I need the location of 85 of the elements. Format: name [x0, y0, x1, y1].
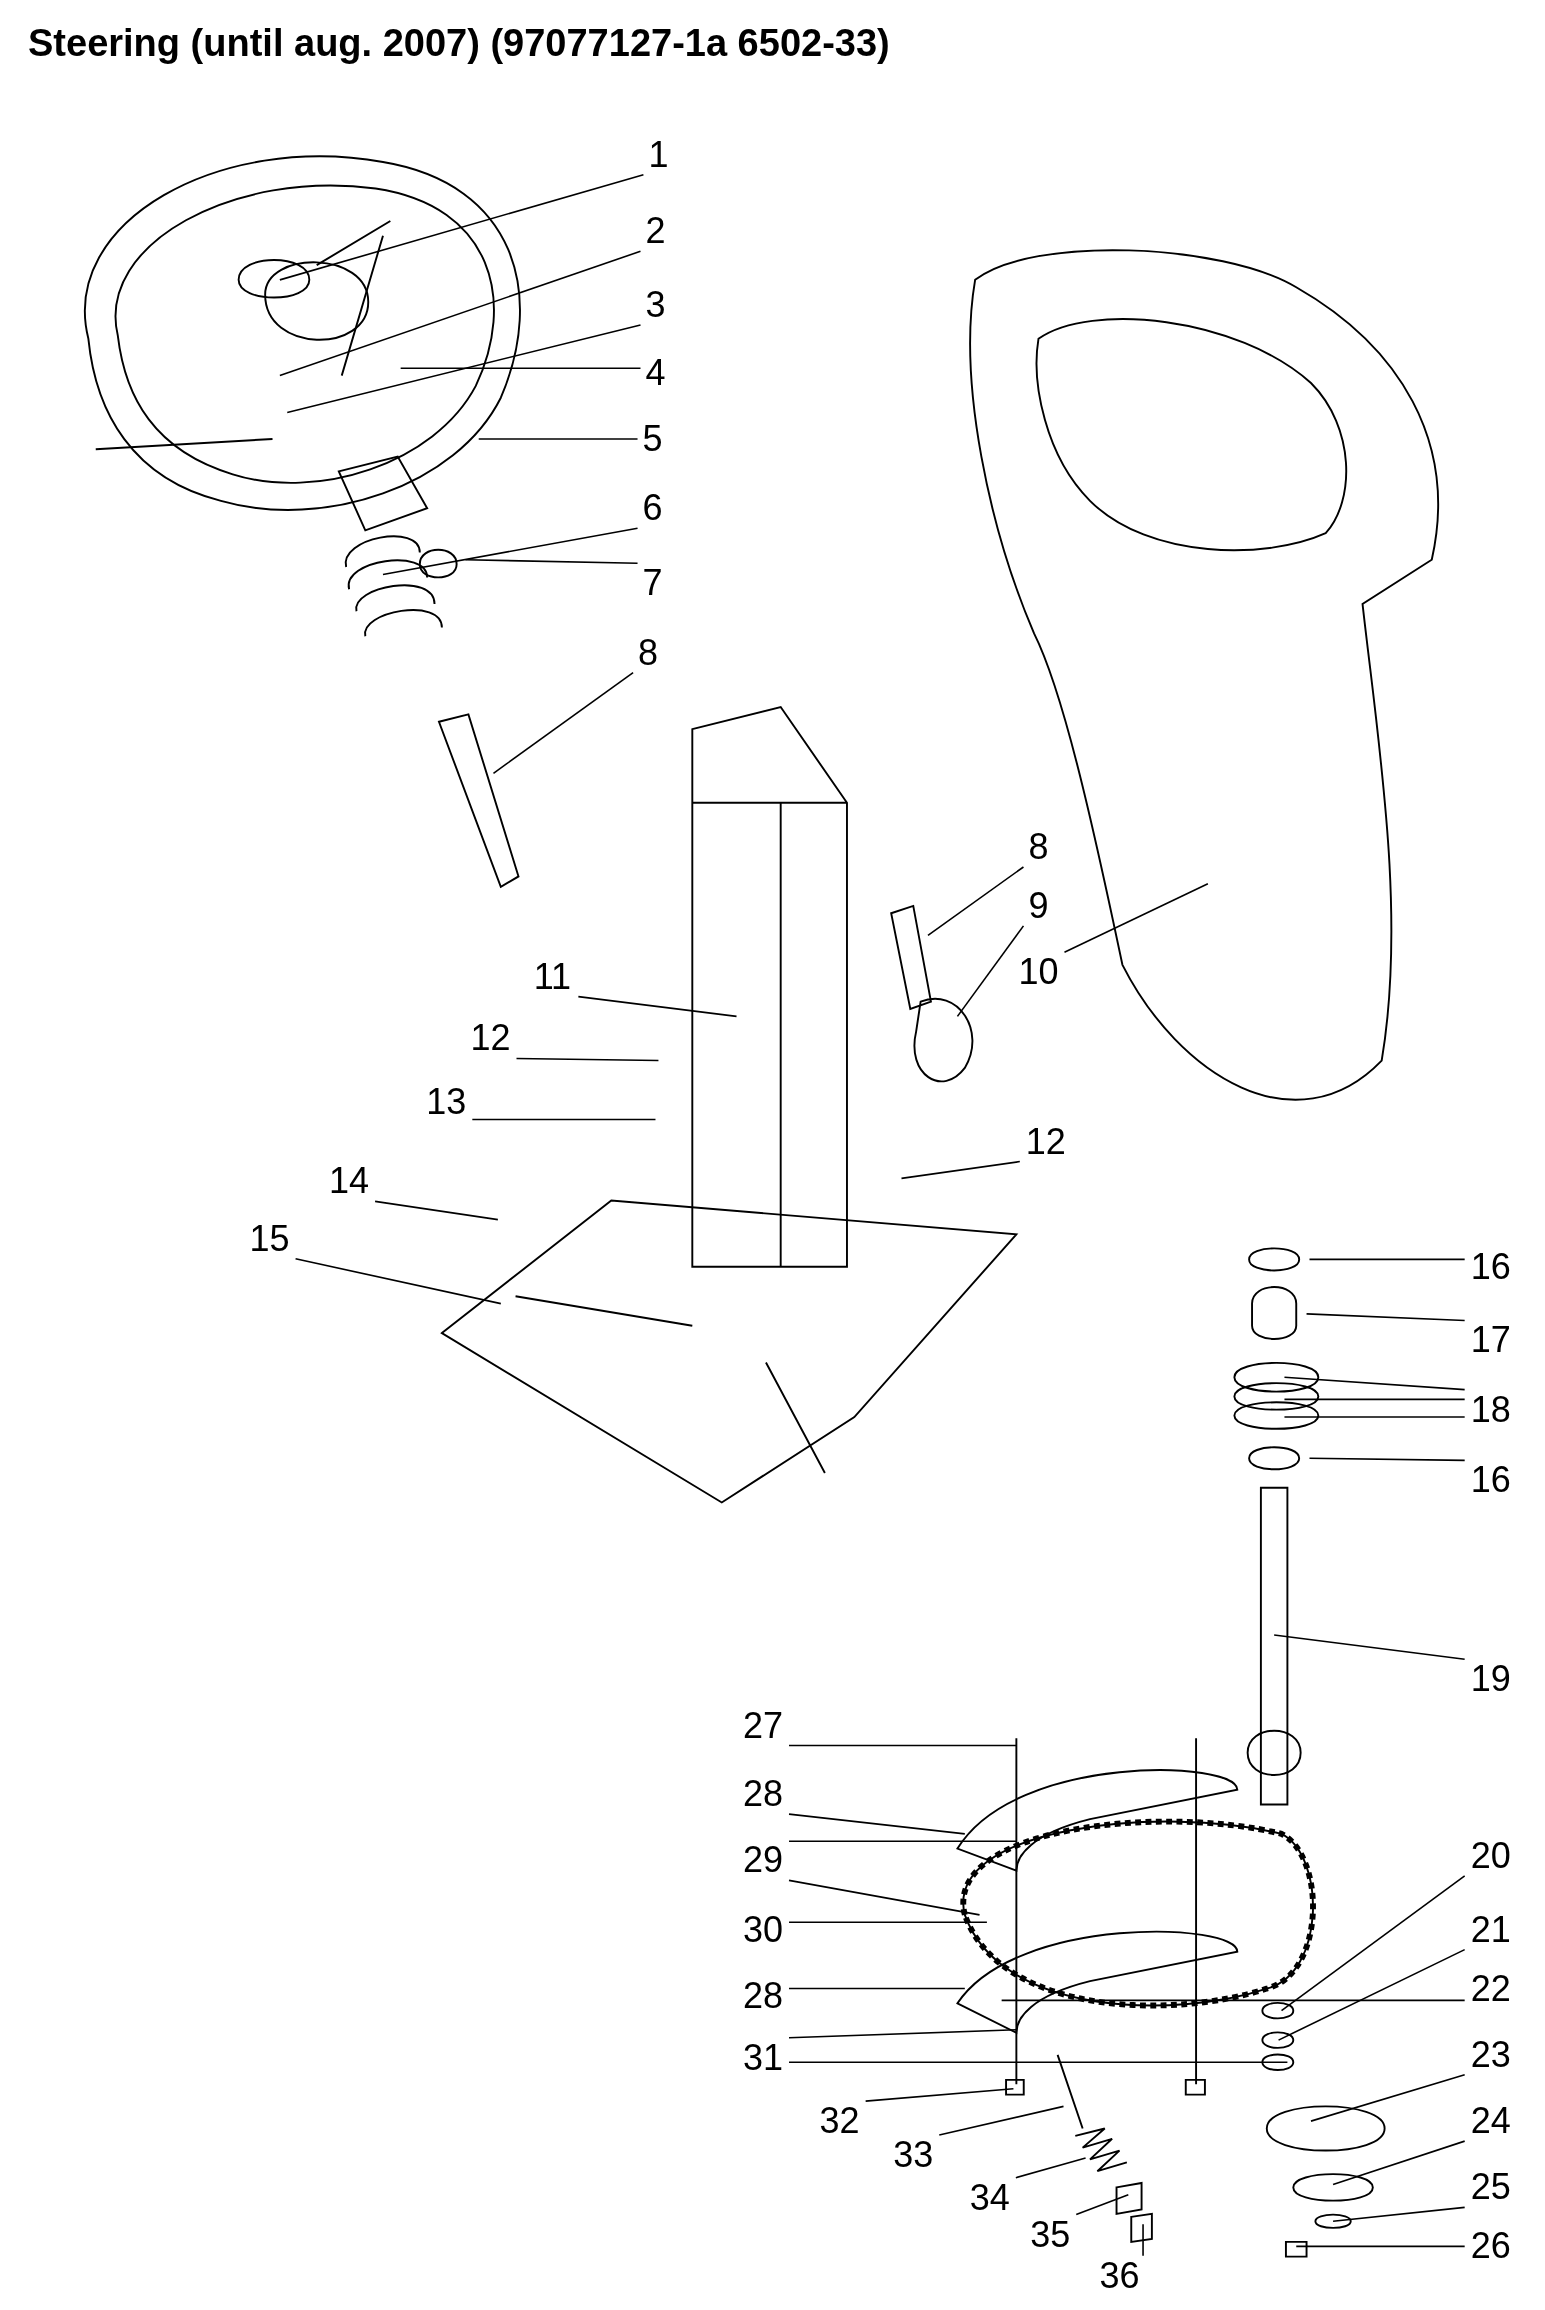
callout-number: 29: [737, 1840, 789, 1881]
leader-line: [956, 925, 1025, 1018]
leader-line: [788, 2061, 1289, 2063]
leader-line: [927, 866, 1025, 937]
callout-number: 18: [1464, 1389, 1517, 1430]
leader-line: [788, 1840, 1018, 1843]
diagram-title: Steering (until aug. 2007) (97077127-1a 6502-33): [28, 22, 890, 65]
leader-line: [1142, 2223, 1144, 2257]
callout-number: 1: [643, 134, 674, 175]
leader-line: [279, 250, 642, 377]
callout-number: 3: [640, 284, 671, 325]
callout-number: 35: [1024, 2214, 1077, 2255]
leader-line: [577, 995, 738, 1018]
callout-number: 11: [526, 956, 579, 997]
callout-number: 12: [464, 1018, 517, 1059]
callout-number: 22: [1464, 1968, 1517, 2009]
callout-number: 5: [637, 418, 668, 459]
callout-number: 23: [1464, 2034, 1517, 2075]
callout-number: 30: [737, 1909, 789, 1950]
leader-line: [1295, 2245, 1466, 2248]
leader-line: [788, 1879, 981, 1916]
callout-number: 20: [1464, 1835, 1517, 1876]
leader-line: [1000, 1999, 1466, 2002]
leader-line: [294, 1258, 502, 1305]
callout-number: 28: [737, 1774, 789, 1815]
callout-number: 4: [640, 352, 671, 393]
leader-line: [374, 1200, 499, 1221]
leader-line: [279, 173, 645, 281]
callout-number: 9: [1023, 885, 1054, 926]
callout-number: 21: [1464, 1909, 1517, 1950]
leader-line: [1063, 883, 1209, 953]
leader-line: [788, 1744, 1018, 1747]
leader-line: [1283, 1376, 1466, 1391]
leader-line: [286, 324, 642, 414]
leader-line: [492, 671, 634, 775]
leader-line: [1283, 1398, 1466, 1401]
leader-line: [471, 1118, 657, 1121]
leader-line: [515, 1057, 660, 1062]
leader-line: [464, 558, 639, 565]
callout-number: 6: [637, 488, 668, 529]
leader-line: [788, 1987, 966, 1990]
leader-line: [1310, 2074, 1466, 2122]
callout-number: 16: [1464, 1246, 1517, 1287]
callout-number: 36: [1093, 2255, 1146, 2296]
leader-line: [1277, 1948, 1466, 2041]
callout-number: 7: [637, 563, 668, 604]
callout-number: 15: [243, 1218, 296, 1259]
callout-number: 8: [1023, 826, 1054, 867]
leader-line: [1273, 1634, 1466, 1660]
leader-line: [382, 527, 639, 576]
leader-line: [864, 2087, 1015, 2102]
leader-line: [900, 1160, 1021, 1180]
callout-number: 31: [737, 2037, 789, 2078]
leader-line: [788, 1921, 988, 1924]
callout-number: 34: [963, 2177, 1016, 2218]
callout-number: 17: [1464, 1320, 1517, 1361]
leader-line: [1308, 1258, 1466, 1261]
callout-number: 26: [1464, 2226, 1517, 2267]
leader-line: [1283, 1416, 1466, 1418]
callout-number: 24: [1464, 2101, 1517, 2142]
leader-line: [1280, 1875, 1466, 2012]
callout-number: 10: [1012, 952, 1065, 993]
callout-number: 32: [813, 2101, 866, 2142]
leader-line: [399, 367, 642, 370]
callout-number: 2: [640, 211, 671, 252]
callout-number: 28: [737, 1975, 789, 2016]
callout-number: 14: [323, 1161, 376, 1202]
callout-number: 33: [887, 2135, 940, 2175]
leader-line: [1305, 1313, 1466, 1322]
callout-number: 8: [633, 632, 664, 673]
callout-number: 13: [420, 1081, 473, 1122]
callout-number: 19: [1464, 1659, 1517, 1700]
callout-number: 12: [1019, 1121, 1072, 1162]
leader-line: [1075, 2193, 1130, 2216]
leader-line: [1332, 2206, 1466, 2223]
leader-line: [477, 438, 639, 440]
leader-line: [788, 2029, 1018, 2039]
leader-line: [1308, 1457, 1466, 1462]
leader-line: [938, 2105, 1065, 2136]
leader-line: [1015, 2157, 1087, 2179]
callout-number: 27: [737, 1706, 789, 1747]
callout-number: 25: [1464, 2167, 1517, 2208]
leader-line: [788, 1813, 966, 1835]
callout-number: 16: [1464, 1460, 1517, 1501]
leader-line: [1332, 2140, 1466, 2186]
